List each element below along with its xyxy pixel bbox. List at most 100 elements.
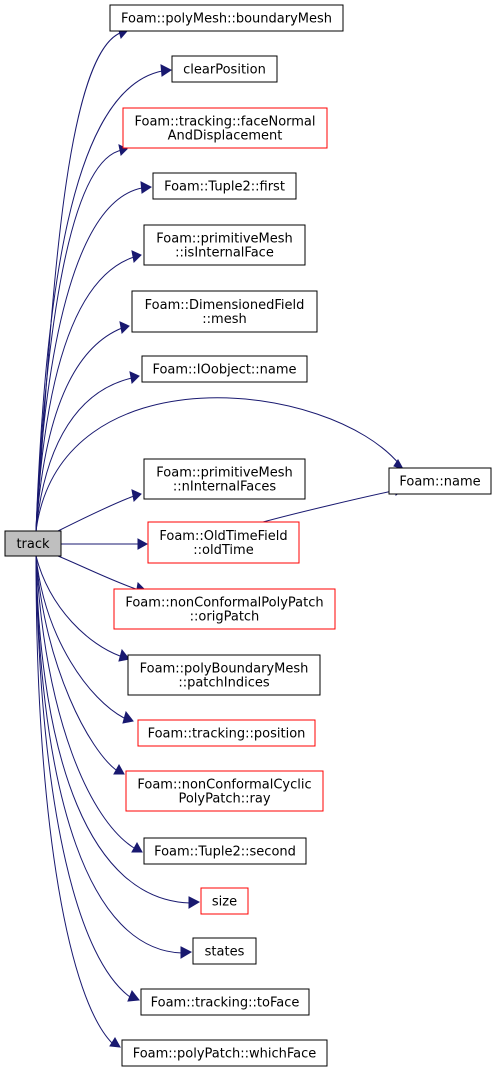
node-box bbox=[388, 467, 492, 495]
node-clearPosition[interactable]: clearPosition bbox=[171, 55, 278, 83]
node-box bbox=[125, 770, 324, 812]
edge-track-to-states bbox=[35, 555, 193, 959]
edge-line bbox=[35, 555, 135, 849]
node-label: clearPosition bbox=[183, 63, 266, 78]
edge-track-to-nInternalFaces bbox=[57, 489, 142, 532]
arrowhead-icon bbox=[188, 896, 201, 909]
node-origPatch[interactable]: Foam::nonConformalPolyPatch::origPatch bbox=[113, 588, 336, 630]
node-box bbox=[121, 1039, 328, 1067]
edge-line bbox=[35, 327, 123, 532]
arrowhead-icon bbox=[140, 181, 152, 194]
node-label: ::origPatch bbox=[190, 610, 260, 625]
node-box bbox=[141, 355, 308, 383]
edge-line bbox=[35, 377, 133, 532]
node-tupleFirst[interactable]: Foam::Tuple2::first bbox=[152, 172, 297, 200]
node-toFace[interactable]: Foam::tracking::toFace bbox=[140, 988, 310, 1016]
node-box bbox=[200, 887, 249, 915]
edge-track-to-dfMesh bbox=[35, 321, 130, 532]
node-label: Foam::DimensionedField bbox=[145, 298, 305, 313]
arrowhead-icon bbox=[129, 371, 140, 385]
node-size[interactable]: size bbox=[200, 887, 249, 915]
node-label: Foam::Tuple2::first bbox=[164, 180, 285, 195]
node-label: Foam::nonConformalPolyPatch bbox=[125, 596, 323, 611]
node-box bbox=[143, 224, 306, 266]
edge-line bbox=[57, 555, 137, 590]
node-box bbox=[131, 290, 318, 333]
node-tupleSecond[interactable]: Foam::Tuple2::second bbox=[143, 837, 307, 865]
edge-track-to-isInternalFace bbox=[35, 250, 142, 532]
arrowhead-icon bbox=[113, 763, 125, 775]
arrowhead-icon bbox=[122, 710, 134, 724]
node-box bbox=[140, 988, 310, 1016]
edge-line bbox=[35, 555, 113, 1044]
node-whichFace[interactable]: Foam::polyPatch::whichFace bbox=[121, 1039, 328, 1067]
node-box bbox=[122, 107, 328, 149]
node-box bbox=[152, 172, 297, 200]
edge-line bbox=[35, 187, 143, 532]
node-label: Foam::tracking::toFace bbox=[151, 996, 300, 1011]
node-nInternalFaces[interactable]: Foam::primitiveMesh::nInternalFaces bbox=[143, 458, 306, 500]
node-track[interactable]: track bbox=[4, 530, 62, 557]
node-box bbox=[137, 719, 316, 747]
edge-track-to-patchIndices bbox=[35, 555, 130, 662]
node-foamName[interactable]: Foam::name bbox=[388, 467, 492, 495]
edge-line bbox=[35, 555, 191, 904]
edge-track-to-oldTime bbox=[61, 538, 149, 550]
node-trackingPosition[interactable]: Foam::tracking::position bbox=[137, 719, 316, 747]
node-box bbox=[143, 458, 306, 500]
edge-track-to-trackingPosition bbox=[35, 555, 134, 724]
edge-track-to-whichFace bbox=[35, 555, 121, 1048]
node-faceNormal[interactable]: Foam::tracking::faceNormalAndDisplacemen… bbox=[122, 107, 328, 149]
node-box bbox=[127, 654, 321, 696]
node-label: Foam::IOobject::name bbox=[152, 363, 296, 378]
edge-track-to-boundaryMesh bbox=[35, 26, 128, 532]
edge-track-to-tupleFirst bbox=[35, 181, 152, 532]
node-label: Foam::primitiveMesh bbox=[156, 466, 292, 481]
node-label: ::mesh bbox=[202, 312, 246, 327]
edge-line bbox=[35, 32, 121, 532]
arrowhead-icon bbox=[137, 538, 149, 550]
node-box bbox=[4, 530, 62, 557]
node-label: Foam::polyBoundaryMesh bbox=[140, 662, 309, 677]
node-box bbox=[113, 588, 336, 630]
node-label: PolyPatch::ray bbox=[178, 792, 270, 807]
node-patchIndices[interactable]: Foam::polyBoundaryMesh::patchIndices bbox=[127, 654, 321, 696]
node-label: AndDisplacement bbox=[168, 129, 283, 144]
node-states[interactable]: states bbox=[192, 937, 257, 965]
arrowhead-icon bbox=[131, 841, 143, 853]
arrowhead-icon bbox=[160, 64, 172, 77]
arrowhead-icon bbox=[131, 250, 142, 264]
edge-line bbox=[57, 495, 135, 532]
node-dfMesh[interactable]: Foam::DimensionedField::mesh bbox=[131, 290, 318, 333]
edge-track-to-size bbox=[35, 555, 201, 909]
node-label: ::isInternalFace bbox=[175, 246, 274, 261]
arrowhead-icon bbox=[127, 990, 140, 1002]
node-label: Foam::tracking::faceNormal bbox=[134, 115, 315, 130]
edge-line bbox=[35, 555, 131, 998]
node-box bbox=[192, 937, 257, 965]
node-label: Foam::Tuple2::second bbox=[154, 845, 296, 860]
node-box bbox=[109, 4, 344, 32]
node-isInternalFace[interactable]: Foam::primitiveMesh::isInternalFace bbox=[143, 224, 306, 266]
edge-line bbox=[35, 397, 401, 532]
edge-line bbox=[35, 70, 163, 532]
node-ioName[interactable]: Foam::IOobject::name bbox=[141, 355, 308, 383]
node-label: ::nInternalFaces bbox=[173, 480, 276, 495]
call-graph-edges bbox=[35, 26, 406, 1048]
node-oldTime[interactable]: Foam::OldTimeField::oldTime bbox=[147, 521, 300, 564]
edge-line bbox=[35, 256, 135, 532]
node-label: size bbox=[212, 895, 237, 910]
node-label: Foam::polyMesh::boundaryMesh bbox=[121, 12, 332, 27]
edge-track-to-toFace bbox=[35, 555, 140, 1002]
edge-line bbox=[35, 555, 117, 771]
edge-line bbox=[35, 555, 183, 954]
arrowhead-icon bbox=[131, 489, 142, 503]
edge-line bbox=[35, 555, 125, 719]
node-label: Foam::tracking::position bbox=[148, 727, 306, 742]
node-boundaryMesh[interactable]: Foam::polyMesh::boundaryMesh bbox=[109, 4, 344, 32]
node-label: Foam::name bbox=[399, 475, 480, 490]
edge-track-to-ioName bbox=[35, 371, 140, 532]
arrowhead-icon bbox=[118, 648, 130, 662]
